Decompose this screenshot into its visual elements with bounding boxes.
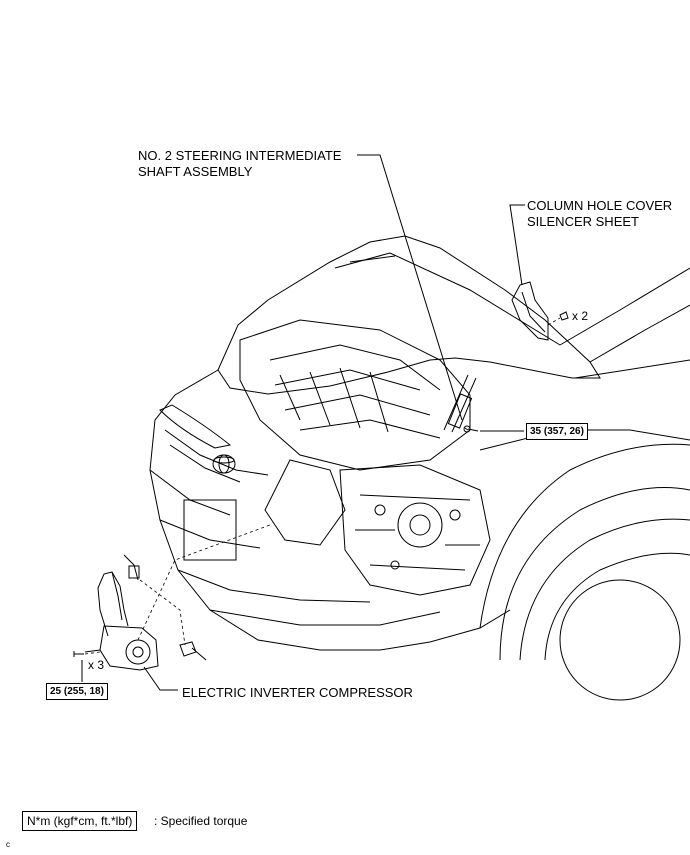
leader-steering	[357, 154, 463, 421]
figure-code: c	[6, 840, 10, 849]
hood-outline	[217, 235, 601, 395]
transaxle	[339, 464, 491, 596]
torque-shaft-bolt: 35 (357, 26)	[526, 423, 588, 440]
torque-compressor-bolt: 25 (255, 18)	[46, 683, 108, 700]
clip-quantity: x 2	[572, 309, 589, 323]
column-hole-cover	[511, 281, 549, 341]
license-plate	[183, 499, 237, 561]
windshield-line	[559, 267, 690, 346]
steering-shaft-label-line1: NO. 2 STEERING INTERMEDIATE	[138, 148, 342, 163]
leader-cover	[509, 204, 525, 286]
legend-unit-box: N*m (kgf*cm, ft.*lbf)	[22, 811, 138, 831]
fender	[479, 429, 690, 451]
headlight	[159, 404, 232, 449]
bolt-quantity: x 3	[88, 658, 105, 672]
compressor-body	[99, 625, 159, 671]
compressor-bolt	[73, 651, 84, 657]
legend-description: : Specified torque	[154, 814, 248, 828]
steering-shaft-label-line2: SHAFT ASSEMBLY	[138, 164, 253, 179]
column-cover-label-line1: COLUMN HOLE COVER	[527, 198, 673, 213]
column-cover-label-line2: SILENCER SHEET	[527, 214, 639, 229]
front-wheel	[499, 487, 690, 661]
steering-shaft	[443, 374, 477, 433]
leader-compressor	[143, 666, 178, 691]
clip	[559, 311, 569, 321]
compressor-label: ELECTRIC INVERTER COMPRESSOR	[182, 685, 413, 700]
engine-bay	[239, 319, 471, 471]
